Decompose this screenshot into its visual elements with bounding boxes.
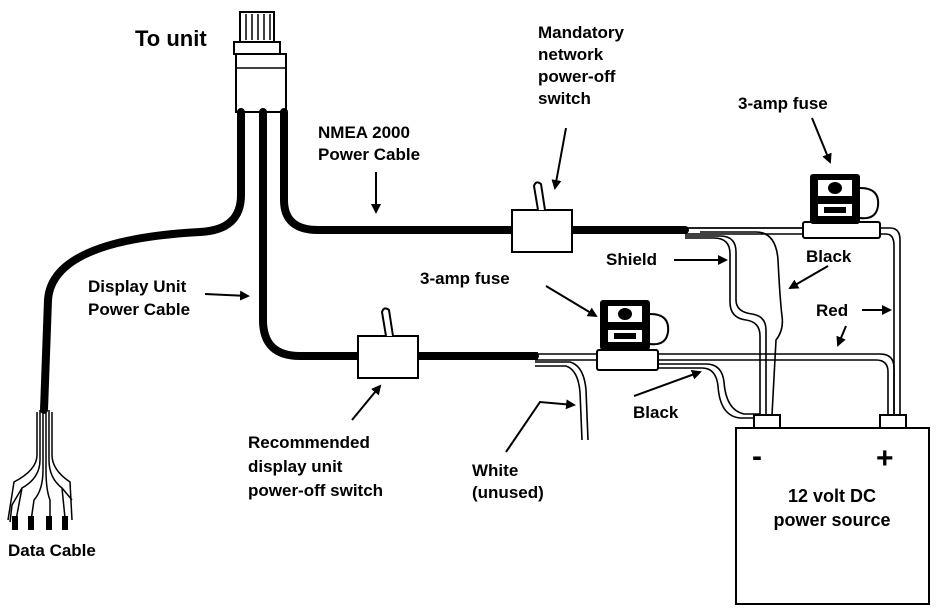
svg-text:switch: switch: [538, 89, 591, 108]
data-cable-wires: [7, 410, 73, 529]
label-fuse-bottom: 3-amp fuse: [420, 269, 510, 288]
label-recommended-switch: Recommended display unit power-off switc…: [248, 433, 383, 500]
svg-text:power-off switch: power-off switch: [248, 481, 383, 500]
svg-text:NMEA 2000: NMEA 2000: [318, 123, 410, 142]
svg-text:Display Unit: Display Unit: [88, 277, 187, 296]
data-wire-ends: [12, 516, 68, 530]
battery-plus: +: [876, 442, 894, 475]
label-white-unused: White (unused): [472, 461, 544, 502]
unit-connector: [233, 11, 287, 113]
svg-text:Recommended: Recommended: [248, 433, 370, 452]
battery-minus: -: [752, 440, 762, 473]
label-mandatory-switch: Mandatory network power-off switch: [538, 23, 625, 108]
svg-text:Mandatory: Mandatory: [538, 23, 625, 42]
fuse-top: [802, 174, 881, 239]
label-nmea-cable: NMEA 2000 Power Cable: [318, 123, 420, 164]
label-display-cable: Display Unit Power Cable: [88, 277, 190, 319]
display-wires: [535, 353, 895, 441]
display-power-off-switch: [357, 307, 419, 379]
svg-text:network: network: [538, 45, 604, 64]
label-fuse-top: 3-amp fuse: [738, 94, 828, 113]
svg-text:power-off: power-off: [538, 67, 616, 86]
label-battery: 12 volt DC power source: [773, 486, 890, 530]
svg-text:White: White: [472, 461, 518, 480]
label-black-top: Black: [806, 247, 852, 266]
svg-text:Power Cable: Power Cable: [318, 145, 420, 164]
svg-text:(unused): (unused): [472, 483, 544, 502]
power-source: [735, 414, 930, 605]
network-power-off-switch: [511, 181, 573, 253]
label-shield: Shield: [606, 250, 657, 269]
label-to-unit: To unit: [135, 26, 207, 51]
fuse-bottom: [596, 300, 670, 371]
nmea-wires: [685, 227, 901, 416]
label-red: Red: [816, 301, 848, 320]
label-data-cable: Data Cable: [8, 541, 96, 560]
arrows: [204, 117, 892, 453]
svg-text:display unit: display unit: [248, 457, 343, 476]
cables: [40, 108, 689, 414]
label-black-bottom: Black: [633, 403, 679, 422]
svg-text:Power Cable: Power Cable: [88, 300, 190, 319]
svg-text:power source: power source: [773, 510, 890, 530]
svg-text:12 volt DC: 12 volt DC: [788, 486, 876, 506]
